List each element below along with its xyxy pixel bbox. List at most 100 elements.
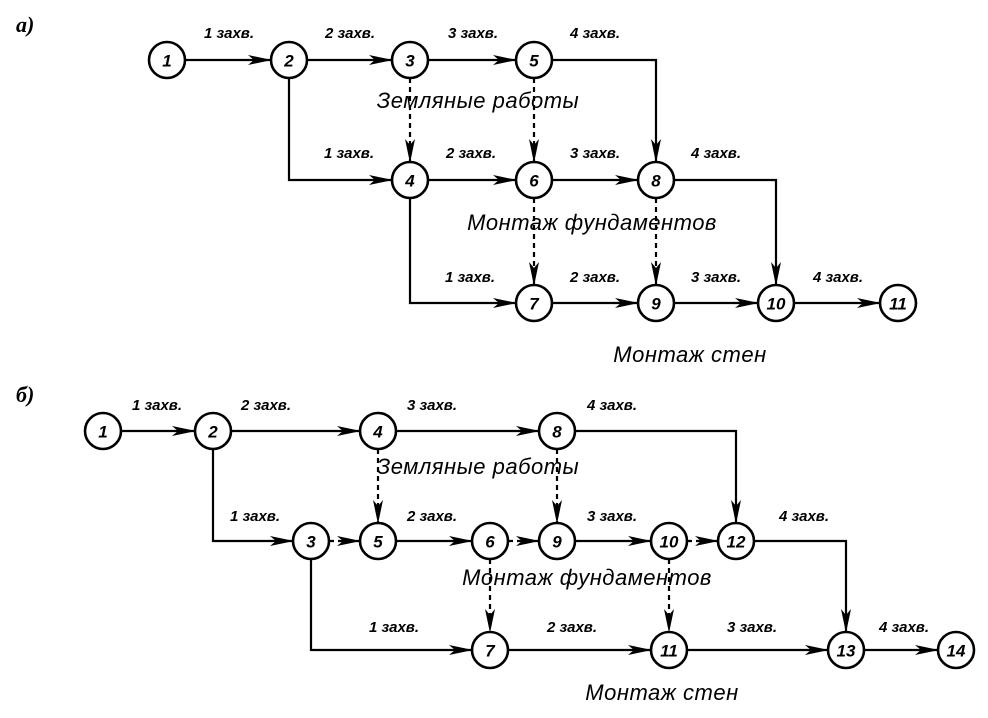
edge-label-b-1-2: 1 захв. [132, 397, 182, 414]
edge-label-b-2-4: 2 захв. [240, 397, 291, 414]
node-number: 14 [947, 642, 966, 661]
node-number: 9 [651, 295, 661, 314]
edge-a-5-8 [552, 58, 661, 163]
node-number: 3 [306, 533, 316, 552]
node-circle [649, 630, 689, 670]
section-b-walls: Монтаж стен [585, 680, 738, 705]
section-b-foundations: Монтаж фундаментов [462, 565, 712, 590]
node-b-10: 10 [649, 521, 689, 561]
edge-labels-layer: 1 захв. 2 захв. 3 захв. 4 захв. 1 захв. 2 зах… [132, 25, 929, 636]
node-circle [83, 411, 123, 451]
section-a-walls: Монтаж стен [613, 342, 766, 367]
node-number: 6 [485, 533, 495, 552]
node-circle [649, 521, 689, 561]
node-circle [390, 160, 430, 200]
edge-b-12-13 [754, 539, 851, 633]
edge-label-b-4-8: 3 захв. [407, 397, 457, 414]
edge-label-b-7-11: 2 захв. [546, 619, 597, 636]
edge-a-8-10 [674, 178, 781, 286]
node-a-8: 8 [636, 160, 676, 200]
node-a-1: 1 [147, 40, 187, 80]
edge-label-b-5-6: 2 захв. [406, 508, 457, 525]
node-number: 3 [405, 52, 415, 71]
node-a-4: 4 [390, 160, 430, 200]
edge-label-a-3-5: 3 захв. [448, 25, 498, 42]
edge-label-a-2-4: 1 захв. [324, 145, 374, 162]
node-circle [514, 160, 554, 200]
node-a-7: 7 [514, 283, 554, 323]
section-b-earthworks: Земляные работы [377, 454, 579, 479]
edge-label-a-8-10: 4 захв. [690, 145, 741, 162]
node-number: 8 [552, 423, 562, 442]
node-number: 7 [485, 642, 496, 661]
node-b-3: 3 [291, 521, 331, 561]
node-a-6: 6 [514, 160, 554, 200]
node-number: 11 [889, 295, 907, 314]
node-a-3: 3 [390, 40, 430, 80]
node-number: 10 [767, 295, 786, 314]
node-circle [537, 411, 577, 451]
edge-a-4-7 [408, 198, 517, 308]
edge-a-2-4 [287, 78, 393, 185]
node-circle [147, 40, 187, 80]
node-number: 11 [660, 642, 678, 661]
node-number: 1 [162, 52, 171, 71]
node-b-7: 7 [470, 630, 510, 670]
node-b-5: 5 [358, 521, 398, 561]
node-number: 4 [404, 172, 415, 191]
edge-label-a-5-8: 4 захв. [569, 25, 620, 42]
node-a-5: 5 [514, 40, 554, 80]
node-b-6: 6 [470, 521, 510, 561]
node-b-4: 4 [358, 411, 398, 451]
node-b-13: 13 [826, 630, 866, 670]
edge-label-b-9-10: 3 захв. [587, 508, 637, 525]
node-number: 13 [837, 642, 856, 661]
node-b-9: 9 [537, 521, 577, 561]
node-a-9: 9 [636, 283, 676, 323]
edge-label-a-6-8: 3 захв. [570, 145, 620, 162]
diagram-a-label: а) [16, 12, 34, 37]
edge-label-a-10-11: 4 захв. [812, 269, 863, 286]
node-b-12: 12 [716, 521, 756, 561]
node-number: 12 [727, 533, 746, 552]
node-circle [193, 411, 233, 451]
node-b-2: 2 [193, 411, 233, 451]
node-circle [358, 411, 398, 451]
node-number: 8 [651, 172, 661, 191]
node-circle [716, 521, 756, 561]
edge-label-b-12-13: 4 захв. [778, 508, 829, 525]
node-number: 4 [372, 423, 383, 442]
edge-label-a-4-6: 2 захв. [445, 145, 496, 162]
node-number: 9 [552, 533, 562, 552]
node-circle [826, 630, 866, 670]
node-number: 2 [207, 423, 218, 442]
node-a-2: 2 [269, 40, 309, 80]
node-circle [636, 160, 676, 200]
node-number: 2 [283, 52, 294, 71]
node-b-14: 14 [936, 630, 976, 670]
edges-layer [121, 55, 939, 655]
node-number: 1 [98, 423, 107, 442]
node-circle [269, 40, 309, 80]
node-b-1: 1 [83, 411, 123, 451]
node-a-11: 11 [878, 283, 918, 323]
edge-label-a-2-3: 2 захв. [324, 25, 375, 42]
edge-b-8-12 [575, 429, 741, 524]
node-circle [358, 521, 398, 561]
node-circle [537, 521, 577, 561]
node-number: 10 [660, 533, 679, 552]
section-a-foundations: Монтаж фундаментов [467, 210, 717, 235]
edge-label-b-3-7: 1 захв. [369, 619, 419, 636]
node-number: 7 [529, 295, 540, 314]
node-number: 6 [529, 172, 539, 191]
node-circle [291, 521, 331, 561]
edge-label-a-4-7: 1 захв. [445, 269, 495, 286]
node-number: 5 [529, 52, 539, 71]
edge-label-a-9-10: 3 захв. [691, 269, 741, 286]
edge-label-a-7-9: 2 захв. [569, 269, 620, 286]
edge-label-b-11-13: 3 захв. [727, 619, 777, 636]
section-a-earthworks: Земляные работы [377, 88, 579, 113]
edge-label-b-13-14: 4 захв. [878, 619, 929, 636]
node-number: 5 [373, 533, 383, 552]
